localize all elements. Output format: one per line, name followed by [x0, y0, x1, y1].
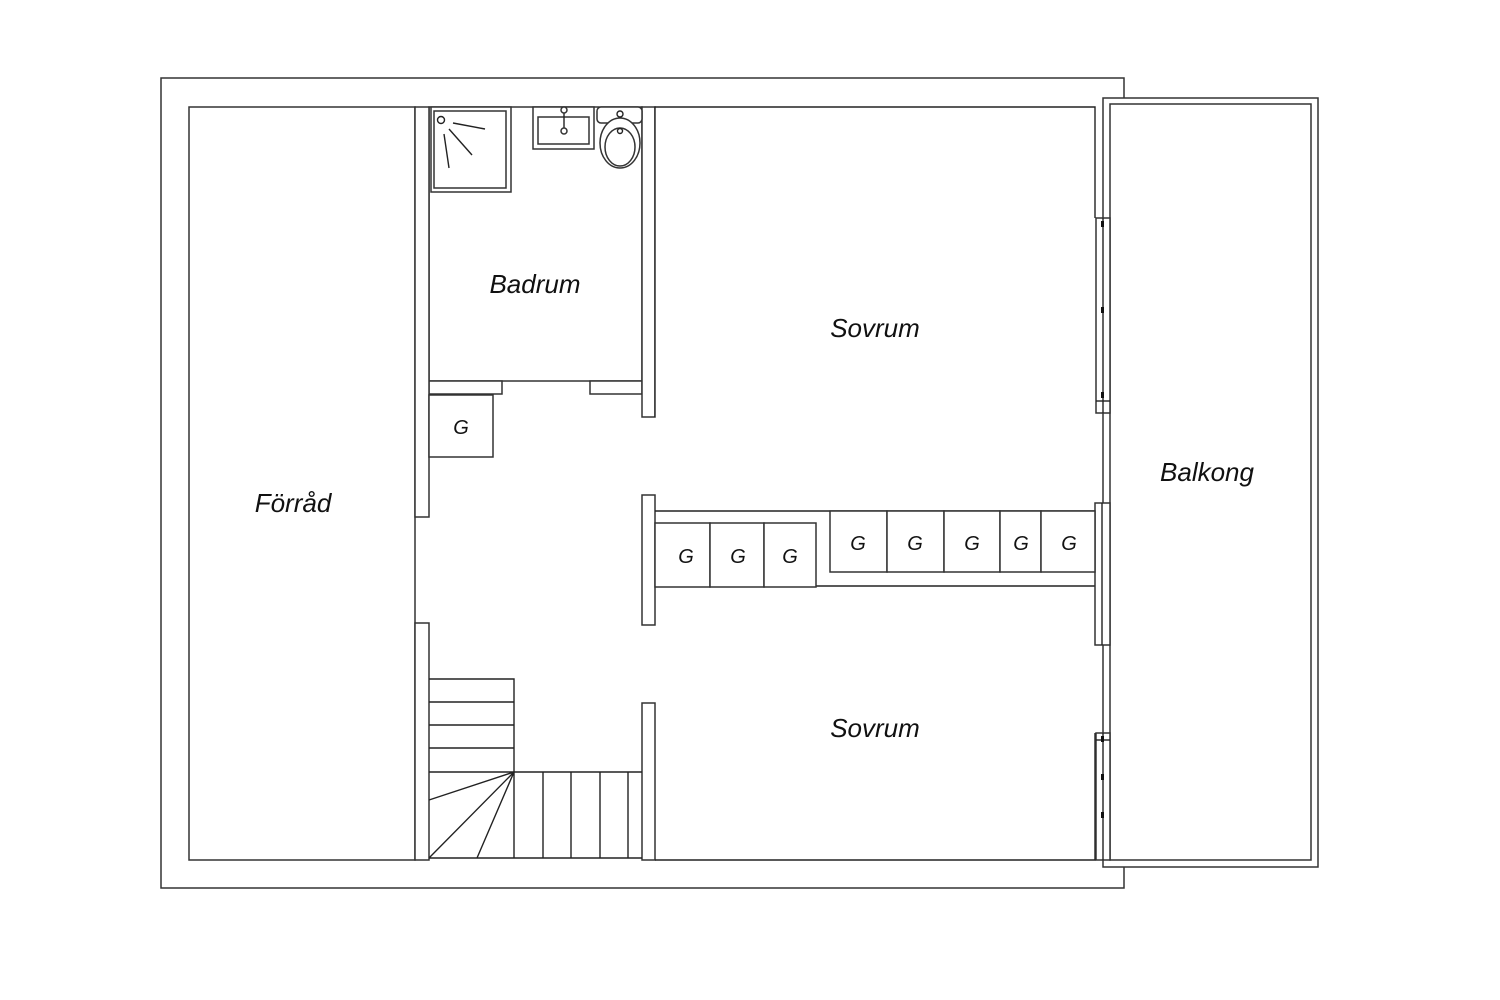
bedroom-top: [654, 106, 1096, 417]
closet-label: G: [730, 546, 746, 568]
room-label-bathroom: Badrum: [489, 269, 580, 299]
closet-label: G: [850, 533, 866, 555]
closet-label: G: [1013, 533, 1029, 555]
balcony-floor: [1109, 103, 1312, 861]
toilet-icon: [596, 106, 643, 169]
closet-label: G: [1061, 533, 1077, 555]
bedroom-bottom: [655, 733, 1096, 861]
storage-room: [188, 106, 416, 861]
window: [1095, 732, 1111, 861]
wall: [589, 380, 643, 395]
staircase-icon: [428, 678, 642, 859]
room-label-bedroom: Sovrum: [830, 313, 920, 343]
wall: [641, 106, 656, 418]
closet-label: G: [453, 417, 469, 439]
closet-label: G: [782, 546, 798, 568]
closet-label: G: [907, 533, 923, 555]
sink-icon: [532, 106, 595, 150]
wall: [641, 702, 656, 861]
closet: [428, 394, 494, 458]
closet-label: G: [678, 546, 694, 568]
wall: [641, 494, 656, 626]
closet-row-left: [654, 522, 817, 588]
shower-icon: [430, 106, 512, 193]
room-label-balcony: Balkong: [1160, 457, 1254, 487]
closet-label: G: [964, 533, 980, 555]
room-label-storage: Förråd: [255, 488, 333, 518]
wall: [414, 106, 430, 518]
room-label-bedroom: Sovrum: [830, 713, 920, 743]
wall: [428, 380, 503, 395]
closet-row-right: [829, 510, 1096, 573]
window: [1095, 217, 1111, 414]
wall: [414, 622, 430, 861]
